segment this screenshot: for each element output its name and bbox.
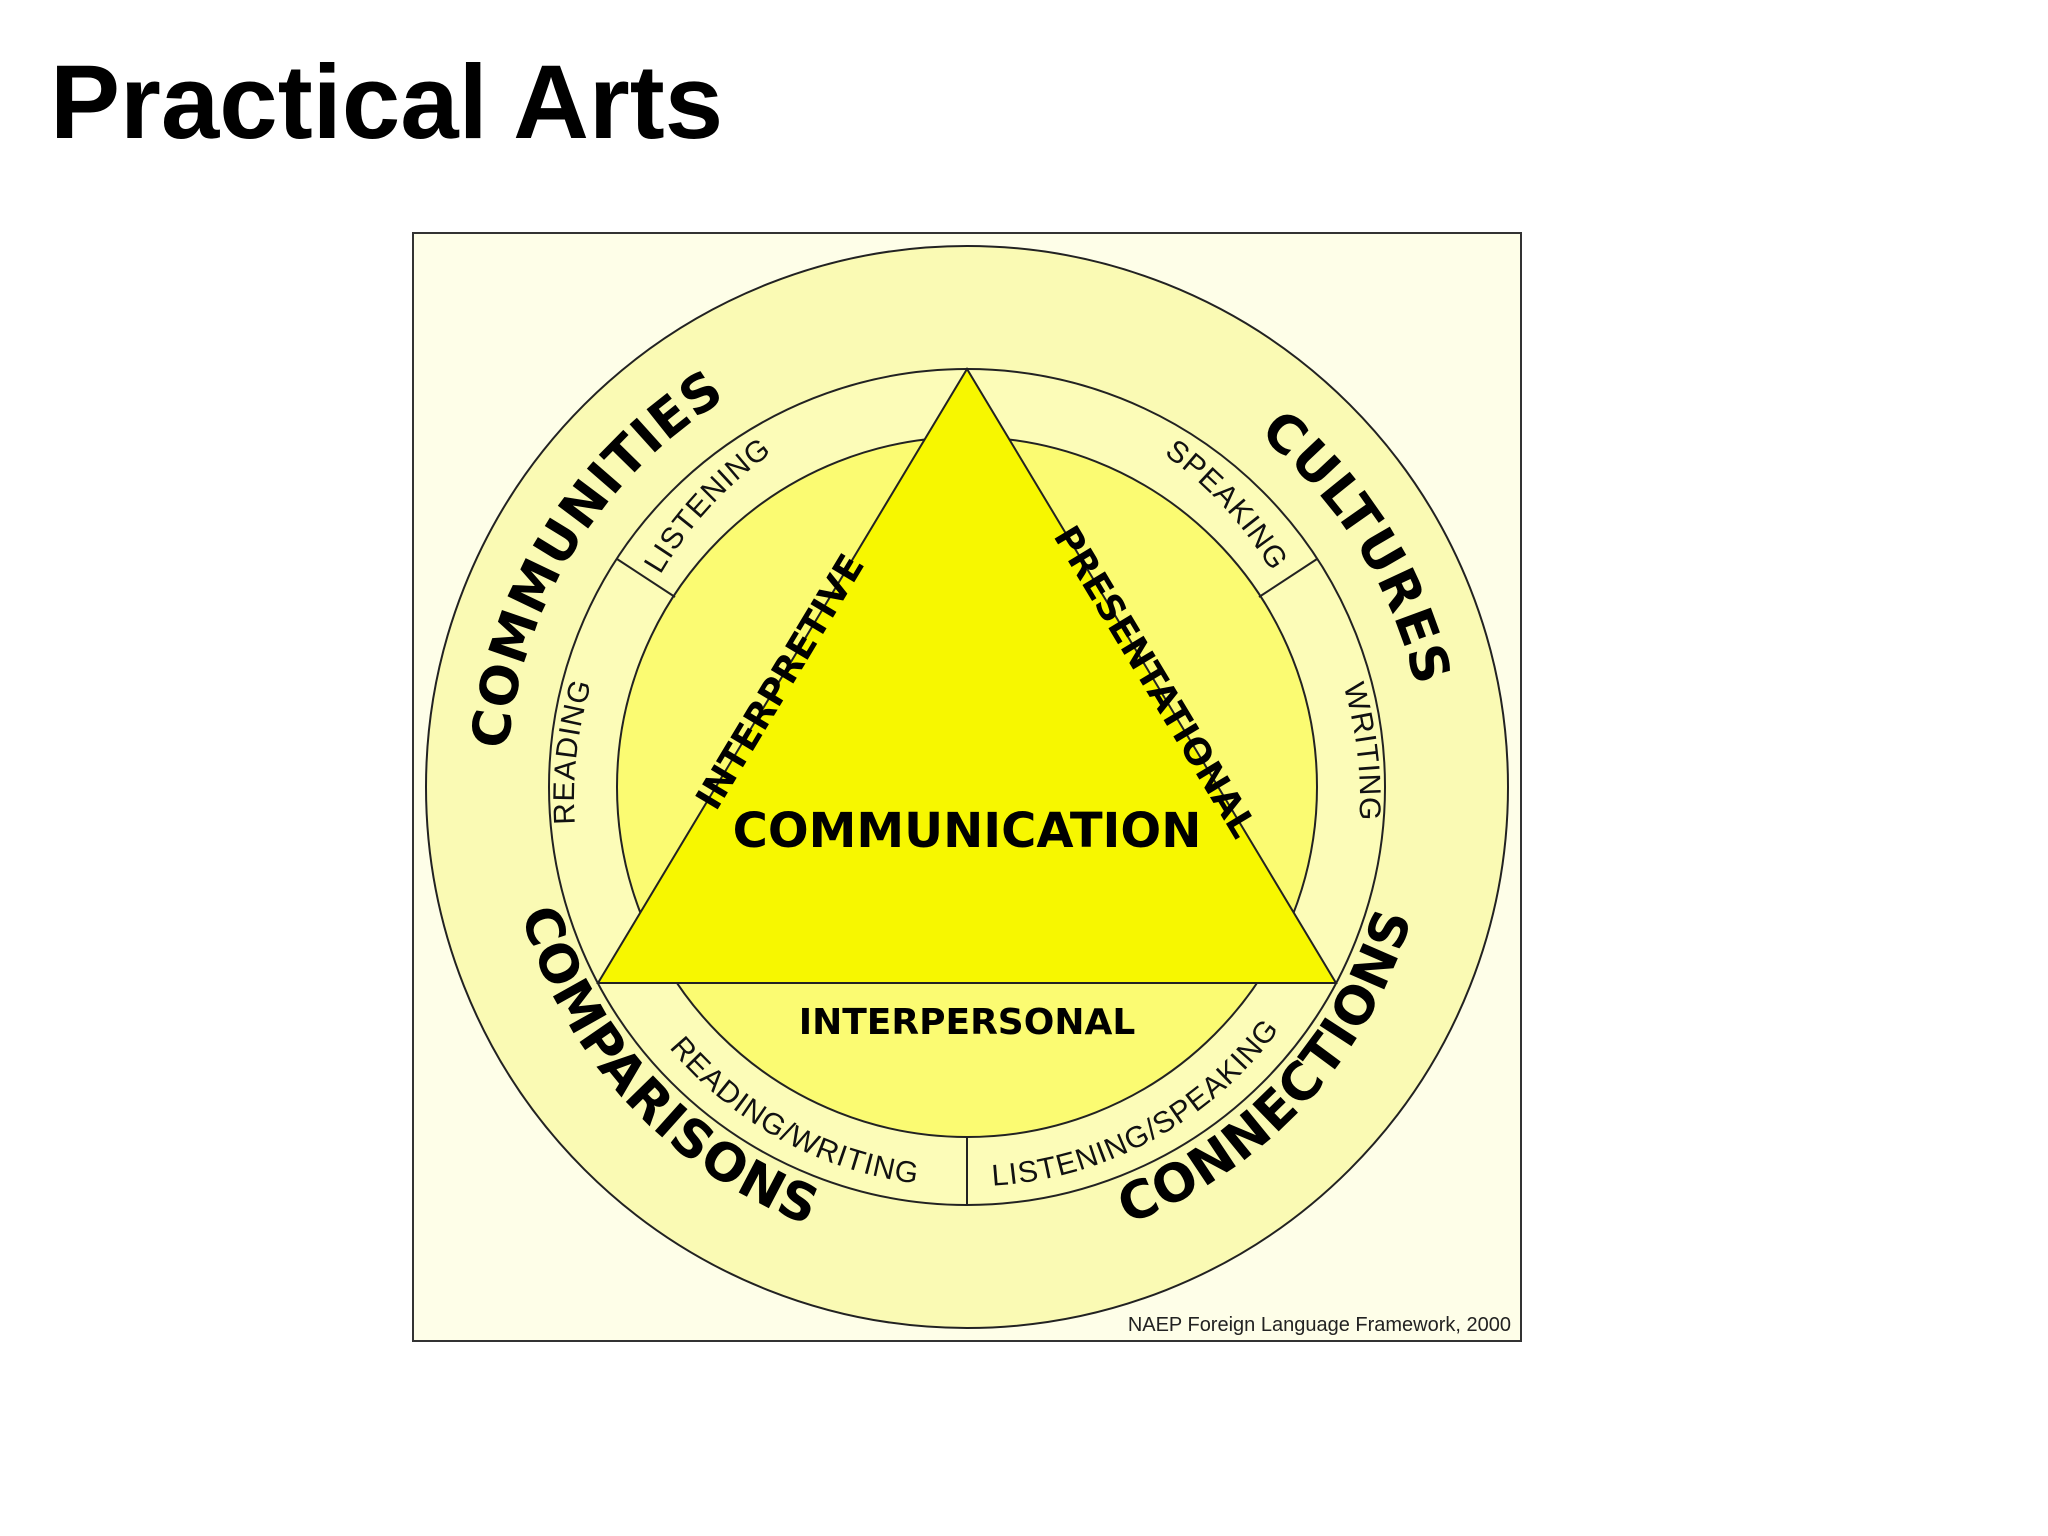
communication-triangle [596, 367, 1338, 984]
divider-left [616, 558, 676, 598]
divider-right [1258, 558, 1318, 598]
source-credit: NAEP Foreign Language Framework, 2000 [1128, 1314, 1511, 1336]
slide-title: Practical Arts [50, 44, 724, 161]
label-interpersonal: INTERPERSONAL [799, 1002, 1136, 1043]
diagram-svg: COMMUNITIES CULTURES COMPARISONS CONNECT… [425, 245, 1511, 1336]
standards-diagram: COMMUNITIES CULTURES COMPARISONS CONNECT… [412, 232, 1522, 1342]
label-communication: COMMUNICATION [733, 803, 1202, 859]
